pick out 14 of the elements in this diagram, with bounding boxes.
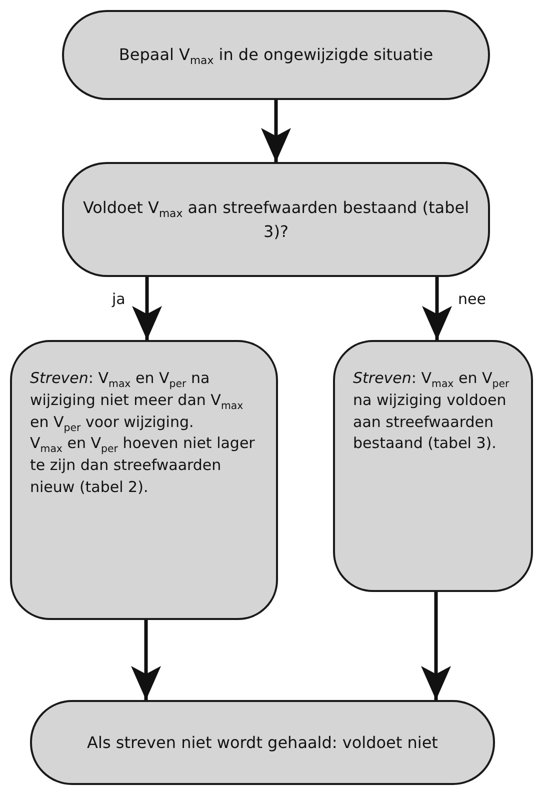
process-box <box>333 340 533 592</box>
box-text: Als streven niet wordt gehaald: voldoet niet <box>87 732 438 754</box>
box-text: Streven: V$_{max}$ en V$_{per}$ na wijziging niet meer dan V$_{max}$ en V$_{per}$ voor wijziging. <box>30 368 244 434</box>
decision-box <box>62 162 490 277</box>
box-text: Voldoet V$_{max}$ aan streefwaarden bestaand (tabel 3)? <box>82 197 470 242</box>
process-box <box>10 340 278 620</box>
arrow <box>131 620 161 700</box>
box-text: V$_{max}$ en V$_{per}$ hoeven niet lager te zijn dan streefwaarden nieuw (tabel 2). <box>30 434 256 498</box>
box-text: Bepaal V$_{max}$ in de ongewijzigde situatie <box>118 44 434 67</box>
box-text: Streven: V$_{max}$ en V$_{per}$ na wijziging voldoen aan streefwaarden bestaand (tabel 3). <box>353 368 510 454</box>
arrow <box>261 100 291 162</box>
arrow <box>421 592 451 700</box>
arrow <box>422 277 452 340</box>
arrow <box>132 277 162 340</box>
